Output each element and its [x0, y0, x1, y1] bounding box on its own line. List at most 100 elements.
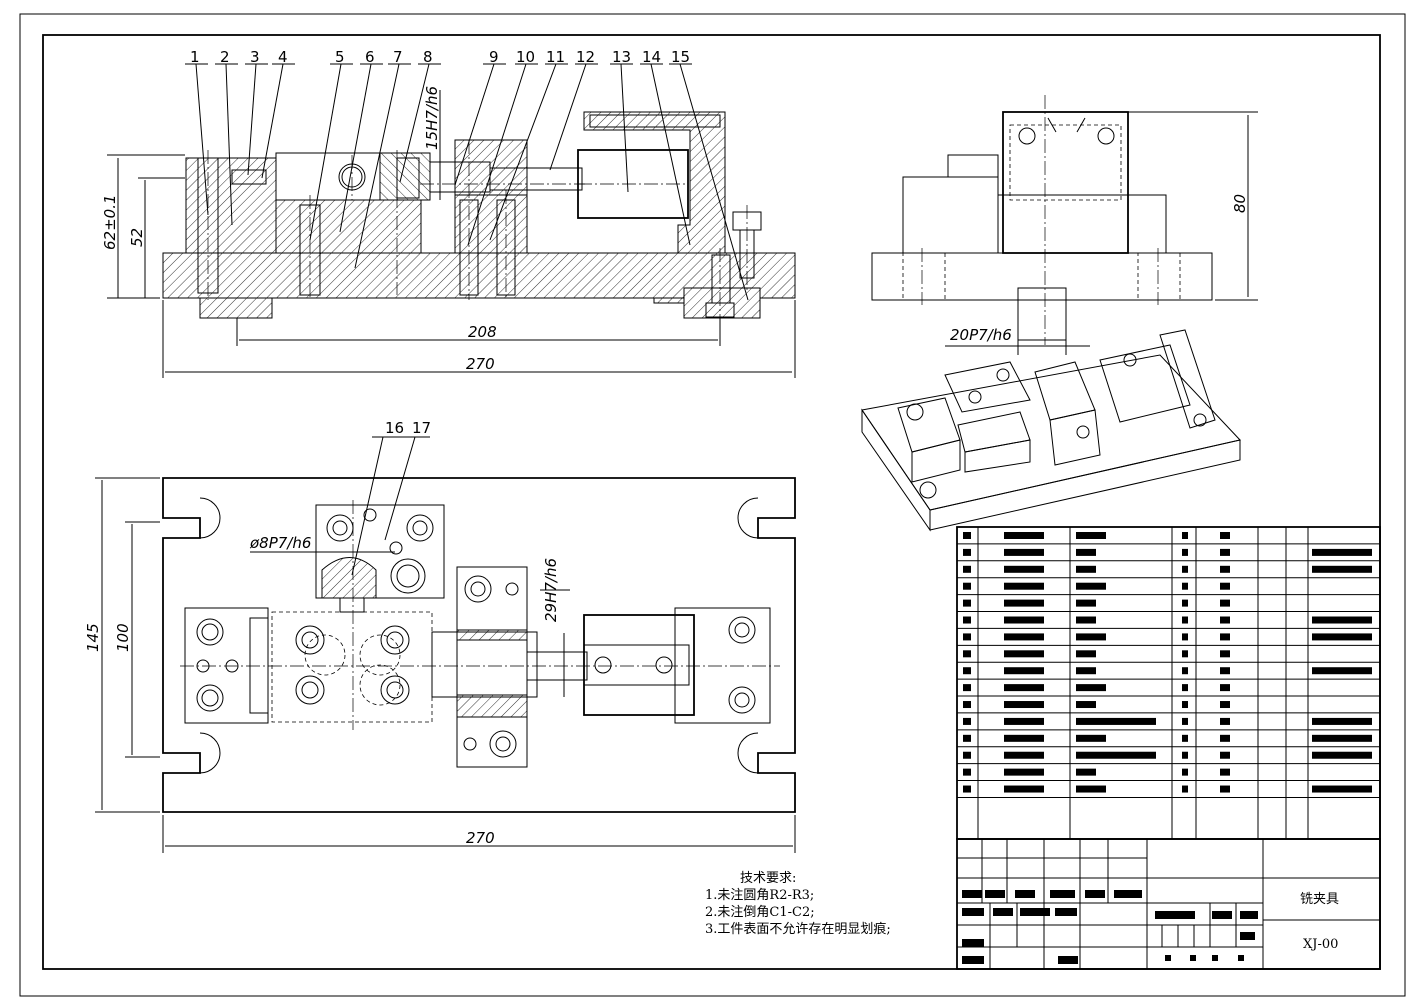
balloon-3: 3	[250, 48, 260, 66]
parts-list-cell	[1076, 532, 1106, 539]
outer-border	[19, 13, 1406, 997]
parts-list-cell	[1004, 599, 1044, 607]
balloon-16: 16	[385, 419, 404, 437]
note-2: 2.未注倒角C1-C2;	[705, 905, 815, 920]
parts-list-cell	[1182, 701, 1188, 709]
balloon-5: 5	[335, 48, 345, 66]
note-3: 3.工件表面不允许存在明显划痕;	[705, 921, 891, 937]
title-block: 铣夹具 XJ-00	[956, 838, 1381, 970]
drawing-code: XJ-00	[1303, 937, 1338, 952]
dim-20p7: 20P7/h6	[950, 326, 1012, 344]
balloon-14: 14	[642, 48, 661, 66]
parts-list-cell	[1312, 751, 1372, 759]
balloon-7: 7	[393, 48, 403, 66]
parts-list-cell	[1076, 582, 1106, 590]
parts-list-cell	[1220, 650, 1230, 658]
parts-list-cell	[1220, 667, 1230, 675]
parts-list-cell	[1004, 582, 1044, 590]
parts-list-cell	[1076, 751, 1156, 759]
parts-list-cell	[1312, 565, 1372, 573]
parts-list-cell	[1004, 701, 1044, 709]
parts-list-cell	[1220, 599, 1230, 607]
parts-list-cell	[963, 785, 971, 793]
parts-list-cell	[1076, 701, 1096, 709]
parts-list-cell	[1076, 633, 1106, 641]
parts-list-cell	[1004, 616, 1044, 624]
balloon-9: 9	[489, 48, 499, 66]
parts-list-cell	[1004, 785, 1044, 793]
side-view	[871, 95, 1258, 355]
parts-list-cell	[1076, 616, 1096, 624]
parts-list-cell	[963, 734, 971, 742]
parts-list-cell	[1182, 667, 1188, 675]
dim-270-top: 270	[466, 829, 495, 847]
parts-list-cell	[1220, 633, 1230, 641]
parts-list-cell	[1220, 734, 1230, 742]
balloon-13: 13	[612, 48, 631, 66]
parts-list-cell	[1076, 717, 1156, 725]
parts-list-cell	[963, 717, 971, 725]
parts-list-cell	[1220, 701, 1230, 709]
parts-list-cell	[1312, 717, 1372, 725]
parts-list-cell	[1182, 768, 1188, 776]
parts-list-cell	[1220, 532, 1230, 539]
front-section-view	[107, 63, 796, 378]
parts-list-cell	[1220, 548, 1230, 556]
parts-list-cell	[1004, 768, 1044, 776]
parts-list-cell	[1076, 785, 1106, 793]
balloon-1: 1	[190, 48, 200, 66]
parts-list-cell	[1182, 616, 1188, 624]
parts-list-cell	[963, 616, 971, 624]
parts-list-cell	[1004, 548, 1044, 556]
parts-list-cell	[1004, 667, 1044, 675]
parts-list-cell	[963, 701, 971, 709]
inner-border	[42, 34, 1381, 970]
parts-list-cell	[1076, 684, 1106, 692]
dim-270-front: 270	[466, 355, 495, 373]
parts-list-cell	[1312, 667, 1372, 675]
parts-list-cell	[1312, 616, 1372, 624]
top-view	[95, 436, 796, 853]
dim-145: 145	[84, 623, 102, 652]
parts-list-cell	[963, 599, 971, 607]
parts-list-cell	[1004, 650, 1044, 658]
parts-list-cell	[1182, 650, 1188, 658]
dim-29h7: 29H7/h6	[542, 558, 560, 622]
parts-list-cell	[1182, 532, 1188, 539]
dim-52: 52	[128, 228, 146, 247]
parts-list-cell	[1220, 751, 1230, 759]
balloon-12: 12	[576, 48, 595, 66]
balloon-4: 4	[278, 48, 288, 66]
note-1: 1.未注圆角R2-R3;	[705, 888, 814, 903]
parts-list-cell	[1004, 565, 1044, 573]
parts-list-cell	[1220, 684, 1230, 692]
parts-list-cell	[1220, 616, 1230, 624]
dim-62: 62±0.1	[101, 194, 119, 250]
drawing-name: 铣夹具	[1300, 892, 1339, 907]
notes-title: 技术要求:	[740, 871, 796, 886]
parts-list-cell	[1076, 565, 1096, 573]
parts-list-cell	[1312, 548, 1372, 556]
parts-list-cell	[963, 751, 971, 759]
parts-list-cell	[963, 565, 971, 573]
parts-list-cell	[1182, 734, 1188, 742]
parts-list-cell	[1220, 717, 1230, 725]
parts-list-cell	[963, 667, 971, 675]
parts-list-cell	[1076, 650, 1096, 658]
parts-list-cell	[1182, 717, 1188, 725]
balloon-10: 10	[516, 48, 535, 66]
parts-list-cell	[1220, 768, 1230, 776]
parts-list-cell	[1004, 717, 1044, 725]
parts-list-cell	[1220, 565, 1230, 573]
parts-list-cell	[1182, 684, 1188, 692]
parts-list-cell	[1004, 751, 1044, 759]
parts-list-cell	[963, 548, 971, 556]
parts-list-cell	[963, 650, 971, 658]
parts-list-cell	[1182, 785, 1188, 793]
parts-list-cell	[1312, 785, 1372, 793]
balloon-2: 2	[220, 48, 230, 66]
parts-list	[956, 526, 1381, 840]
balloon-17: 17	[412, 419, 431, 437]
technical-requirements: 技术要求: 1.未注圆角R2-R3; 2.未注倒角C1-C2; 3.工件表面不允…	[705, 871, 891, 937]
parts-list-cell	[963, 582, 971, 590]
